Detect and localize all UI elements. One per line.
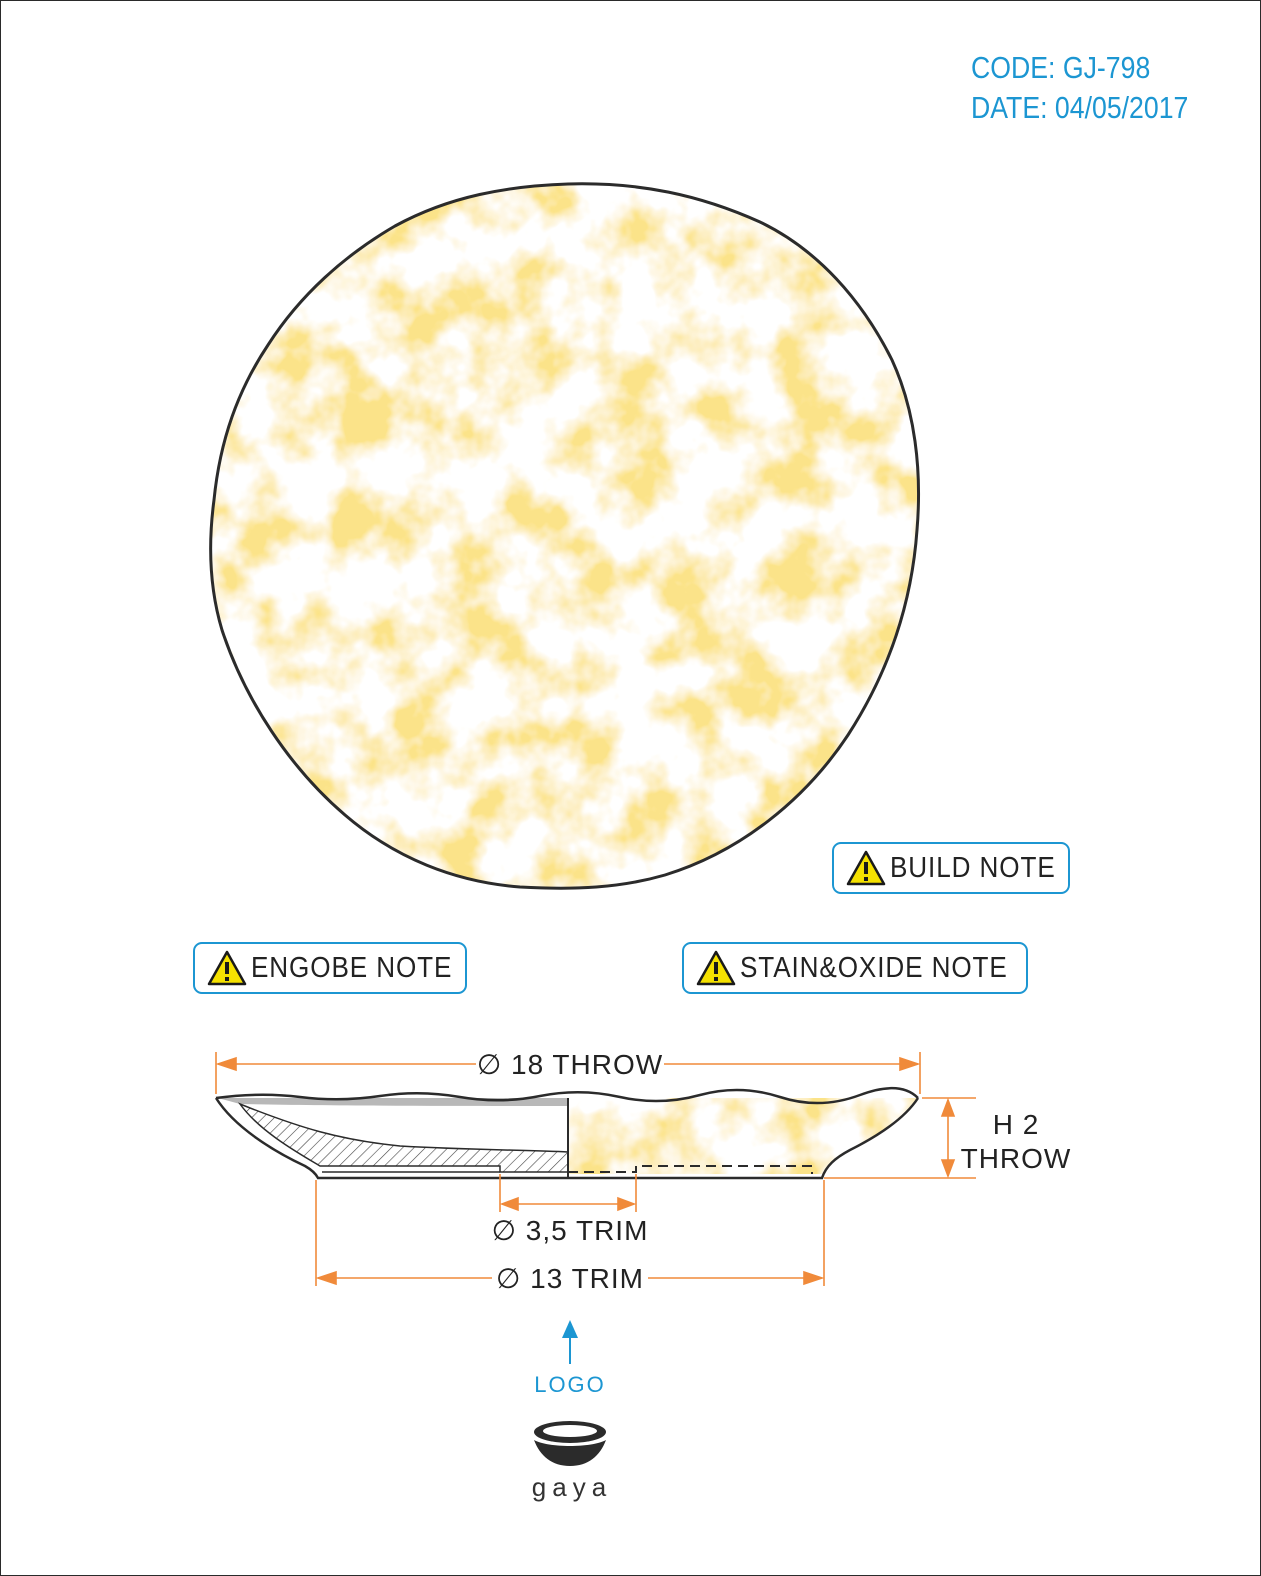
foot-trim-label: ∅ 3,5 TRIM <box>492 1215 649 1246</box>
diameter-throw-label: ∅ 18 THROW <box>477 1049 663 1080</box>
dimension-base-trim <box>315 1180 825 1286</box>
product-code: CODE: GJ-798 <box>971 50 1151 85</box>
bowl-icon <box>534 1421 606 1466</box>
dimension-height <box>824 1097 976 1179</box>
header-info: CODE: GJ-798 DATE: 04/05/2017 <box>971 48 1188 128</box>
warning-triangle-icon <box>207 950 247 986</box>
warning-triangle-icon <box>696 950 736 986</box>
base-trim-label: ∅ 13 TRIM <box>496 1263 644 1294</box>
plate-side-view <box>214 1086 920 1180</box>
drawing-date: DATE: 04/05/2017 <box>971 90 1189 125</box>
stain-oxide-note-button[interactable]: STAIN&OXIDE NOTE <box>682 942 1028 994</box>
logo-label: LOGO <box>534 1372 606 1397</box>
engobe-note-button[interactable]: ENGOBE NOTE <box>193 942 467 994</box>
engobe-note-label: ENGOBE NOTE <box>251 951 453 984</box>
height-throw-label: THROW <box>961 1143 1072 1174</box>
plate-top-view <box>209 182 921 890</box>
height-label: H 2 <box>993 1109 1040 1140</box>
stain-oxide-note-label: STAIN&OXIDE NOTE <box>740 951 1008 984</box>
brand-name: gaya <box>532 1472 612 1502</box>
build-note-button[interactable]: BUILD NOTE <box>832 842 1070 894</box>
warning-triangle-icon <box>846 850 886 886</box>
build-note-label: BUILD NOTE <box>890 851 1056 884</box>
dimension-overall-diameter <box>215 1052 921 1094</box>
dimension-foot-trim <box>499 1174 637 1212</box>
arrow-up-icon <box>562 1320 578 1364</box>
